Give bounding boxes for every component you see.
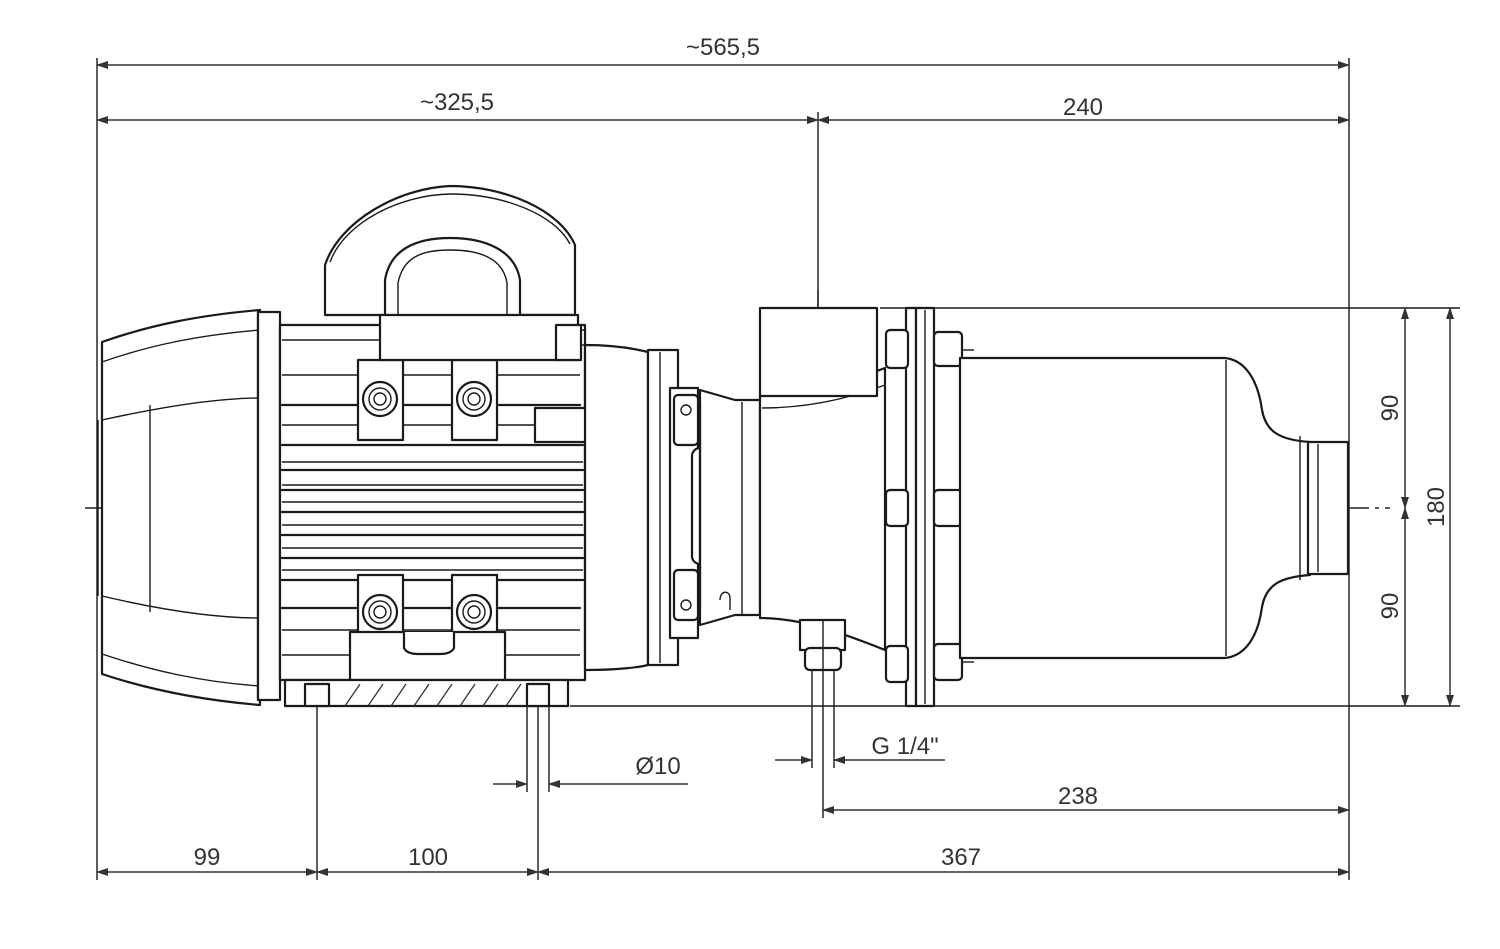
foot-hatching [344,683,522,707]
dim-label-end-to-first-foot: 99 [194,844,221,871]
dim-label-drain-thread: G 1/4" [871,733,938,760]
motor-foot [283,630,570,708]
pump-adapter [698,388,762,627]
dim-label-drain-to-end: 238 [1058,783,1098,810]
dim-label-foot-spacing: 100 [408,844,448,871]
pump [698,306,1350,708]
dimension-motor-length: ~325,5 [96,89,819,124]
fan-cover [97,308,282,707]
terminal-box [323,184,585,362]
pump-barrel [958,356,1350,660]
dimension-half-height-top: 90 [1377,307,1409,509]
dimension-bolt-hole: Ø10 [493,753,688,788]
screw-icon [361,380,493,631]
motor-flange [583,343,722,672]
nut-icon [672,393,700,622]
extension-lines [96,58,1460,880]
dimension-half-height-bottom: 90 [1377,507,1409,707]
dimension-drain-thread: G 1/4" [775,733,945,764]
dim-label-motor-length: ~325,5 [420,89,494,116]
cooling-fins [280,339,585,656]
dimension-overall-length: ~565,5 [96,34,1350,69]
drain-plug [798,618,847,672]
dimension-total-height: 180 [1423,307,1454,707]
dim-label-overall-length: ~565,5 [686,34,760,61]
pump-casing [758,306,887,652]
dim-label-half-height-bottom: 90 [1377,593,1404,620]
pump-flange [884,306,974,708]
dimension-drain-to-end: 238 [822,783,1350,814]
dim-label-bolt-hole: Ø10 [635,753,680,780]
dim-label-total-height: 180 [1423,487,1450,527]
motor [97,184,722,708]
dimension-foot-chain: 99 100 367 [96,844,1350,876]
dimension-pump-length: 240 [817,94,1350,124]
bolt-icon [884,328,974,684]
dim-label-half-height-top: 90 [1377,395,1404,422]
dim-label-pump-length: 240 [1063,94,1103,121]
dim-label-foot-to-end: 367 [941,844,981,871]
